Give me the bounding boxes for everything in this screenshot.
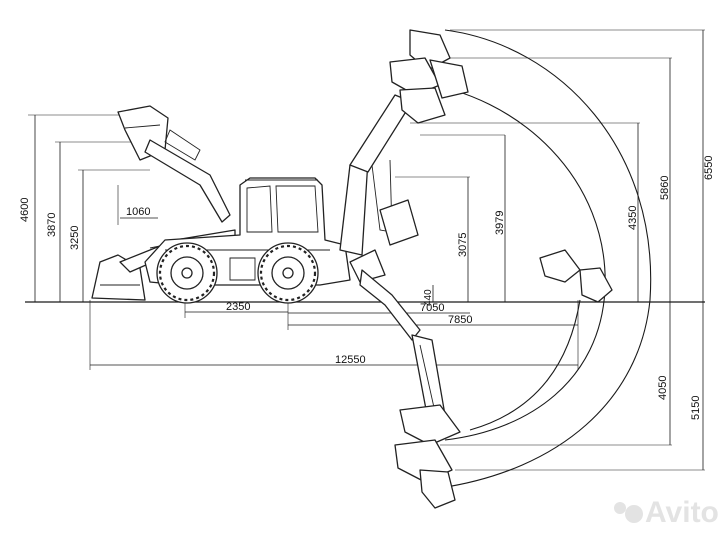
backhoe-arm [339, 94, 419, 283]
watermark-dot-icon [614, 502, 626, 514]
watermark: Avito [614, 496, 719, 529]
digging-depths [440, 302, 705, 471]
mid-reach-arc [469, 299, 581, 431]
dim-4350: 4350 [627, 206, 639, 230]
watermark-text: Avito [645, 496, 719, 529]
dim-12550: 12550 [335, 354, 366, 366]
dim-6550: 6550 [703, 156, 715, 180]
inner-reach-arc [414, 81, 606, 441]
horizontal-lengths [89, 296, 579, 370]
dim-1060: 1060 [126, 206, 150, 218]
outer-reach-arc [439, 29, 652, 489]
ground-buckets [539, 249, 613, 303]
dim-440: 440 [423, 289, 434, 306]
backhoe-arm-lowered [359, 269, 461, 509]
dim-5860: 5860 [659, 176, 671, 200]
dim-7050: 7050 [420, 302, 444, 314]
dim-4050: 4050 [657, 376, 669, 400]
watermark-dot-icon [625, 505, 643, 523]
raised-buckets [389, 29, 469, 124]
front-wheel [156, 242, 218, 304]
dim-2350: 2350 [226, 301, 250, 313]
dim-3250: 3250 [69, 226, 81, 250]
dim-3075: 3075 [457, 233, 469, 257]
rear-wheel [257, 242, 319, 304]
dim-4600: 4600 [19, 198, 31, 222]
front-loader-heights [28, 114, 158, 302]
dim-3870: 3870 [46, 213, 58, 237]
dim-3979: 3979 [494, 211, 506, 235]
dim-5150: 5150 [690, 396, 702, 420]
dim-7850: 7850 [448, 314, 472, 326]
